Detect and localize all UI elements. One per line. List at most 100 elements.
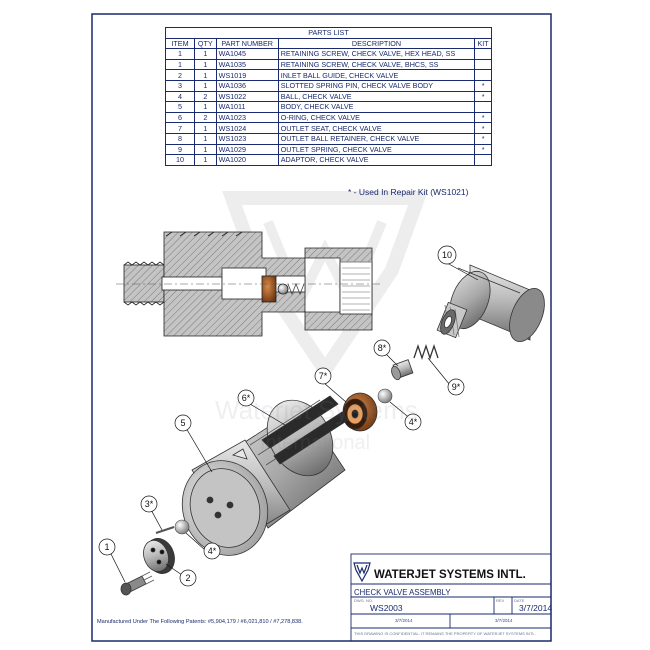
cell-description: SLOTTED SPRING PIN, CHECK VALVE BODY	[277, 79, 476, 92]
cell-description: O-RING, CHECK VALVE	[277, 111, 476, 124]
company-name: WATERJET SYSTEMS INTL.	[374, 569, 526, 581]
date-label: DATE	[514, 598, 525, 603]
cell-description: BALL, CHECK VALVE	[277, 90, 476, 103]
repair-kit-note: * - Used In Repair Kit (WS1021)	[348, 187, 469, 197]
cell-kit: *	[474, 90, 492, 103]
drawn-date: 3/7/2014	[395, 618, 413, 623]
callout-1: 1	[104, 542, 110, 552]
title-block-frame	[350, 553, 552, 642]
cell-part-number: WS1022	[215, 90, 279, 103]
cell-qty: 1	[193, 48, 217, 60]
cell-item: 8	[165, 132, 195, 145]
cell-item: 3	[165, 79, 195, 92]
cell-qty: 1	[193, 122, 217, 134]
cell-item: 1	[165, 48, 195, 60]
cell-qty: 1	[193, 79, 217, 92]
cell-part-number: WS1024	[215, 122, 279, 134]
cell-description: OUTLET BALL RETAINER, CHECK VALVE	[277, 132, 476, 145]
cell-kit: *	[474, 122, 492, 134]
cell-description: BODY, CHECK VALVE	[277, 101, 476, 113]
col-header-description: DESCRIPTION	[277, 37, 476, 50]
col-header-item: ITEM	[165, 37, 195, 50]
cell-description: RETAINING SCREW, CHECK VALVE, HEX HEAD, …	[277, 48, 476, 60]
cell-item: 10	[165, 154, 195, 166]
cell-part-number: WA1036	[215, 79, 279, 92]
drawing-date: 3/7/2014	[519, 603, 553, 613]
cell-kit: *	[474, 132, 492, 145]
cell-kit	[474, 48, 492, 60]
callout-7: 7*	[318, 371, 328, 381]
cell-kit	[474, 154, 492, 166]
callout-6: 6*	[241, 393, 251, 403]
retainer-item-8	[391, 359, 414, 381]
ball-item-4-lower	[174, 519, 190, 535]
cell-qty: 1	[193, 132, 217, 145]
parts-list-table: PARTS LIST ITEM QTY PART NUMBER DESCRIPT…	[165, 27, 492, 166]
rev-label: REV	[496, 598, 505, 603]
spring-item-9	[413, 343, 439, 361]
dwg-no-label: DWG. NO.	[354, 598, 374, 603]
sheet-border	[91, 13, 552, 642]
cell-part-number: WA1011	[215, 101, 279, 113]
cell-qty: 1	[193, 101, 217, 113]
cell-item: 1	[165, 58, 195, 71]
section-view	[116, 231, 380, 337]
pin-item-3	[155, 526, 175, 534]
cell-kit	[474, 69, 492, 81]
cell-qty: 2	[193, 111, 217, 124]
cell-description: OUTLET SPRING, CHECK VALVE	[277, 143, 476, 156]
company-logo	[353, 562, 371, 583]
ball-item-4-upper	[377, 388, 393, 404]
cell-item: 7	[165, 122, 195, 134]
cell-item: 6	[165, 111, 195, 124]
callout-3: 3*	[144, 499, 154, 509]
callout-10: 10	[441, 250, 452, 260]
callout-5: 5	[180, 418, 186, 428]
cell-part-number: WA1029	[215, 143, 279, 156]
cell-kit: *	[474, 111, 492, 124]
cell-qty: 2	[193, 90, 217, 103]
guide-item-2	[143, 538, 175, 574]
cell-item: 4	[165, 90, 195, 103]
cell-kit: *	[474, 143, 492, 156]
drawing-description: CHECK VALVE ASSEMBLY	[354, 588, 451, 597]
cell-part-number: WA1020	[215, 154, 279, 166]
cell-qty: 1	[193, 154, 217, 166]
watermark-line-1: Waterjet Systems	[215, 395, 418, 425]
seat-item-7	[342, 392, 378, 432]
drawing-part-number: WS2003	[370, 603, 403, 613]
cell-description: OUTLET SEAT, CHECK VALVE	[277, 122, 476, 134]
callout-9: 9*	[451, 382, 461, 392]
cell-item: 9	[165, 143, 195, 156]
cell-part-number: WA1045	[215, 48, 279, 60]
cell-kit	[474, 58, 492, 71]
cell-description: INLET BALL GUIDE, CHECK VALVE	[277, 69, 476, 81]
cell-part-number: WS1023	[215, 132, 279, 145]
watermark-line-2: International	[260, 432, 371, 454]
parts-list-title: PARTS LIST	[165, 27, 492, 39]
patent-note: Manufactured Under The Following Patents…	[97, 619, 303, 625]
cell-qty: 1	[193, 143, 217, 156]
callout-circles	[98, 245, 465, 587]
cell-description: RETAINING SCREW, CHECK VALVE, BHCS, SS	[277, 58, 476, 71]
adaptor-item-10	[436, 264, 545, 342]
cell-part-number: WA1023	[215, 111, 279, 124]
cell-item: 2	[165, 69, 195, 81]
cell-description: ADAPTOR, CHECK VALVE	[277, 154, 476, 166]
col-header-kit: KIT	[474, 37, 492, 50]
screw-item-1	[120, 571, 155, 596]
cell-kit	[474, 101, 492, 113]
